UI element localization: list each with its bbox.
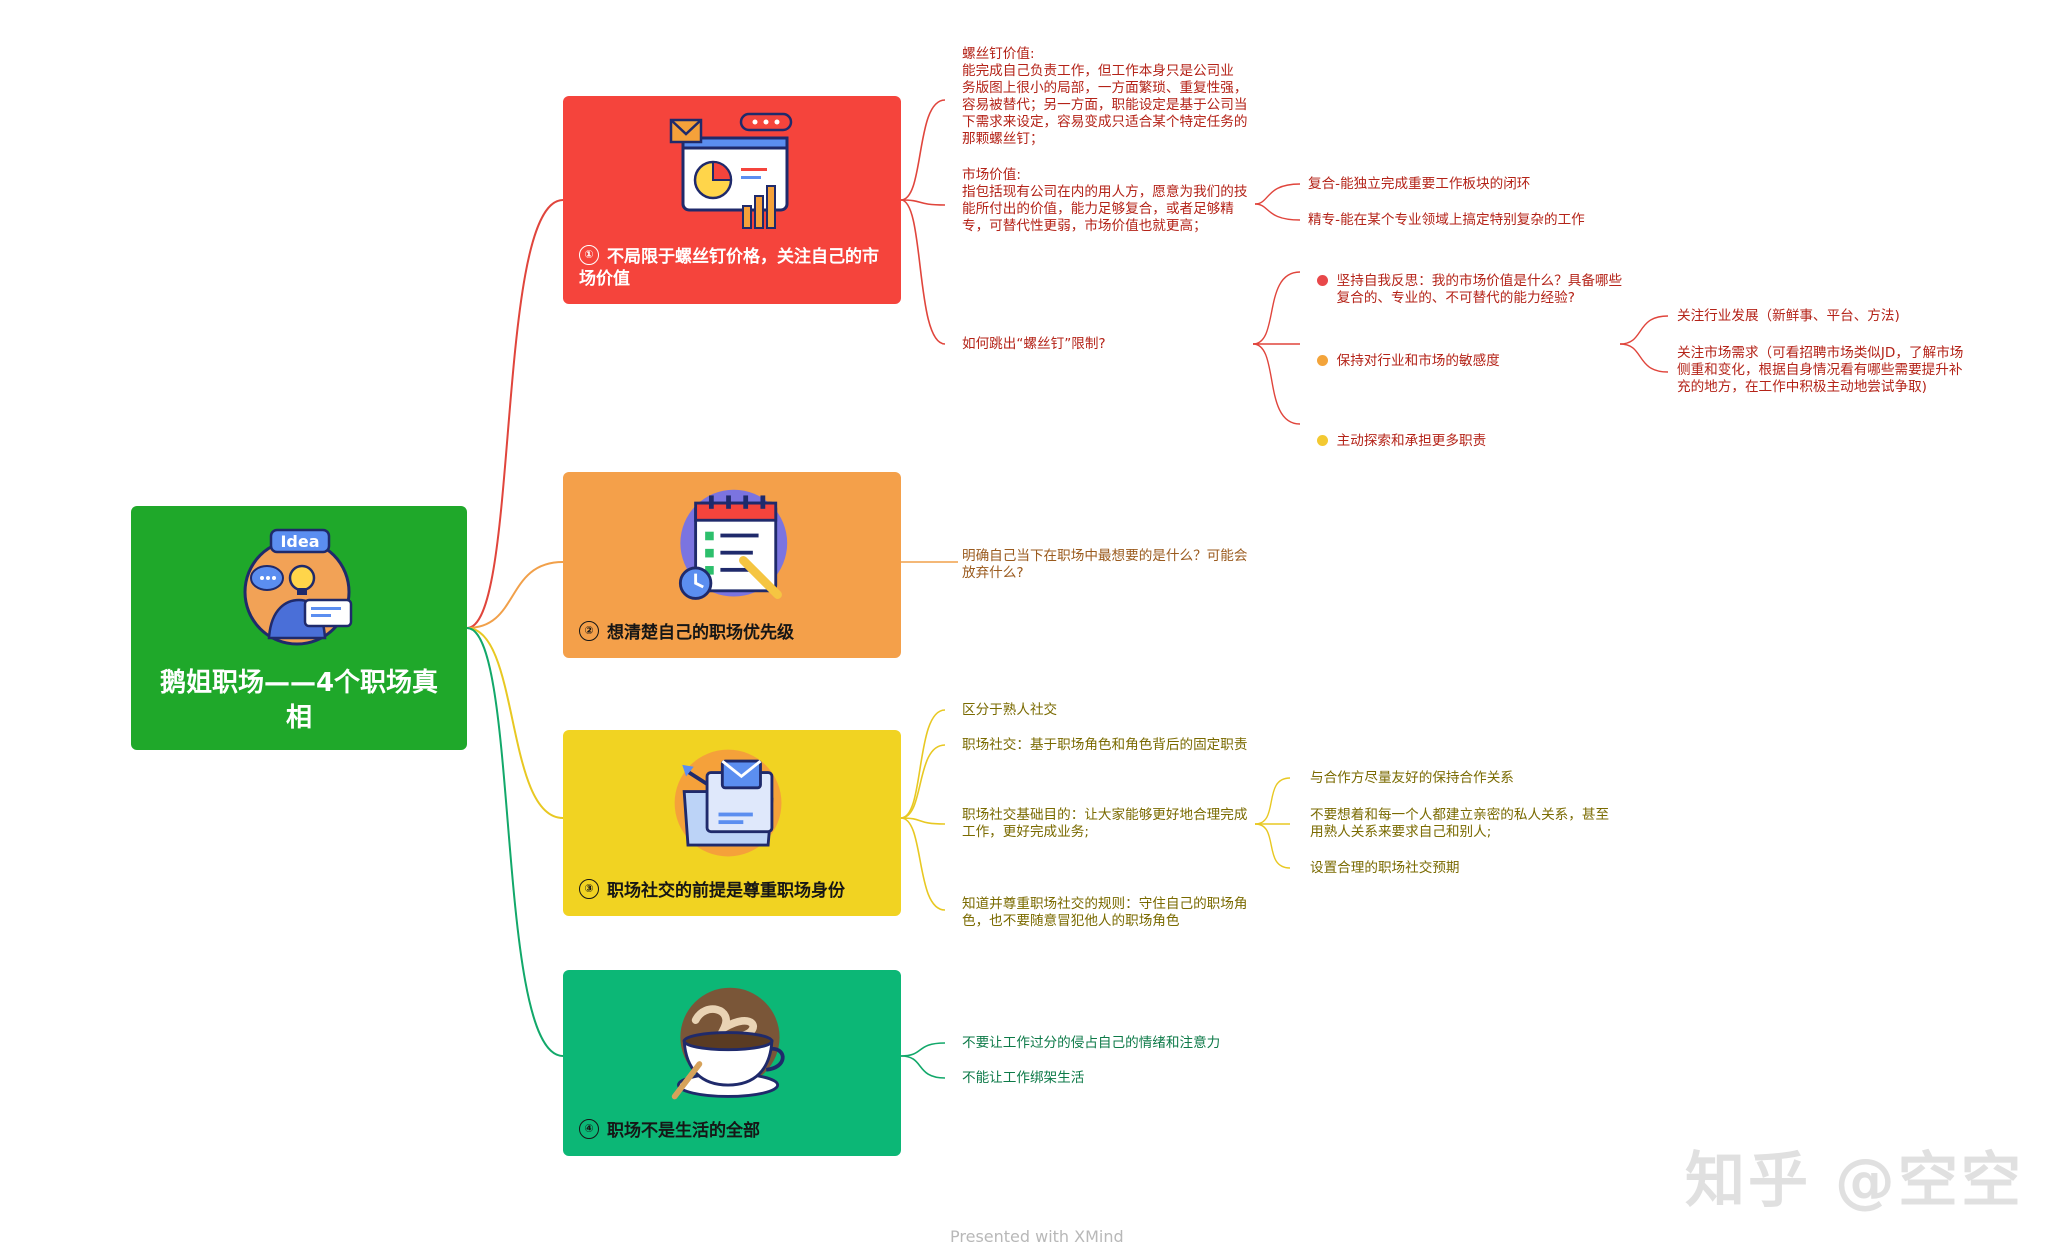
folder-mail-icon xyxy=(674,749,782,857)
coffee-cup-icon xyxy=(671,987,785,1100)
priority-dot-icon xyxy=(1316,435,1328,446)
node-life[interactable]: 不能让工作绑架生活 xyxy=(962,1070,1085,1086)
node-no-private-relations[interactable]: 不要想着和每一个人都建立亲密的私人关系，甚至 用熟人关系来要求自己和别人; xyxy=(1310,807,1610,840)
node-compound[interactable]: 复合-能独立完成重要工作板块的闭环 xyxy=(1308,176,1531,192)
branch-number: ① xyxy=(579,245,599,265)
node-market-value[interactable]: 市场价值: 指包括现有公司在内的用人方，愿意为我们的技 能所付出的价值，能力足够… xyxy=(962,167,1248,234)
node-priority-want[interactable]: 明确自己当下在职场中最想要的是什么？可能会 放弃什么? xyxy=(962,548,1248,581)
node-reasonable-expectation[interactable]: 设置合理的职场社交预期 xyxy=(1310,860,1460,876)
node-expertise[interactable]: 精专-能在某个专业领域上搞定特别复杂的工作 xyxy=(1308,212,1585,228)
watermark: 知乎 @空空 xyxy=(1685,1146,2024,1216)
calendar-checklist-icon xyxy=(678,489,788,600)
node-take-responsibility[interactable]: 主动探索和承担更多职责 xyxy=(1308,416,1486,450)
node-role-based[interactable]: 职场社交：基于职场角色和角色背后的固定职责 xyxy=(962,737,1248,753)
node-how-escape[interactable]: 如何跳出“螺丝钉”限制? xyxy=(962,336,1106,352)
node-respect-rules[interactable]: 知道并尊重职场社交的规则：守住自己的职场角 色，也不要随意冒犯他人的职场角色 xyxy=(962,896,1248,929)
branch-number: ③ xyxy=(579,879,599,899)
idea-lightbulb-icon: Idea xyxy=(243,528,353,646)
footer-credit: Presented with XMind xyxy=(950,1227,1124,1246)
priority-dot-icon xyxy=(1316,355,1328,366)
branch-number: ② xyxy=(579,621,599,641)
node-market-sensitivity[interactable]: 保持对行业和市场的敏感度 xyxy=(1308,336,1500,370)
node-emotions[interactable]: 不要让工作过分的侵占自己的情绪和注意力 xyxy=(962,1035,1221,1051)
node-screw-value[interactable]: 螺丝钉价值: 能完成自己负责工作，但工作本身只是公司业 务版图上很小的局部，一方… xyxy=(962,46,1248,147)
root-topic[interactable]: Idea 鹅姐职场——4个职场真相 xyxy=(131,506,467,750)
branch-number: ④ xyxy=(579,1119,599,1139)
node-industry-dev[interactable]: 关注行业发展（新鲜事、平台、方法) xyxy=(1677,308,1900,324)
priority-dot-icon xyxy=(1316,275,1328,286)
node-market-demand[interactable]: 关注市场需求（可看招聘市场类似JD，了解市场 侧重和变化，根据自身情况看有哪些需… xyxy=(1677,345,1964,395)
svg-text:Idea: Idea xyxy=(280,532,319,551)
node-self-reflect[interactable]: 坚持自我反思：我的市场价值是什么？具备哪些 复合的、专业的、不可替代的能力经验? xyxy=(1308,256,1622,307)
presentation-chart-icon xyxy=(669,112,793,229)
root-title: 鹅姐职场——4个职场真相 xyxy=(159,668,439,733)
node-social-purpose[interactable]: 职场社交基础目的：让大家能够更好地合理完成 工作，更好完成业务; xyxy=(962,807,1248,840)
node-vs-acquaintance[interactable]: 区分于熟人社交 xyxy=(962,702,1058,718)
node-friendly-partners[interactable]: 与合作方尽量友好的保持合作关系 xyxy=(1310,770,1514,786)
